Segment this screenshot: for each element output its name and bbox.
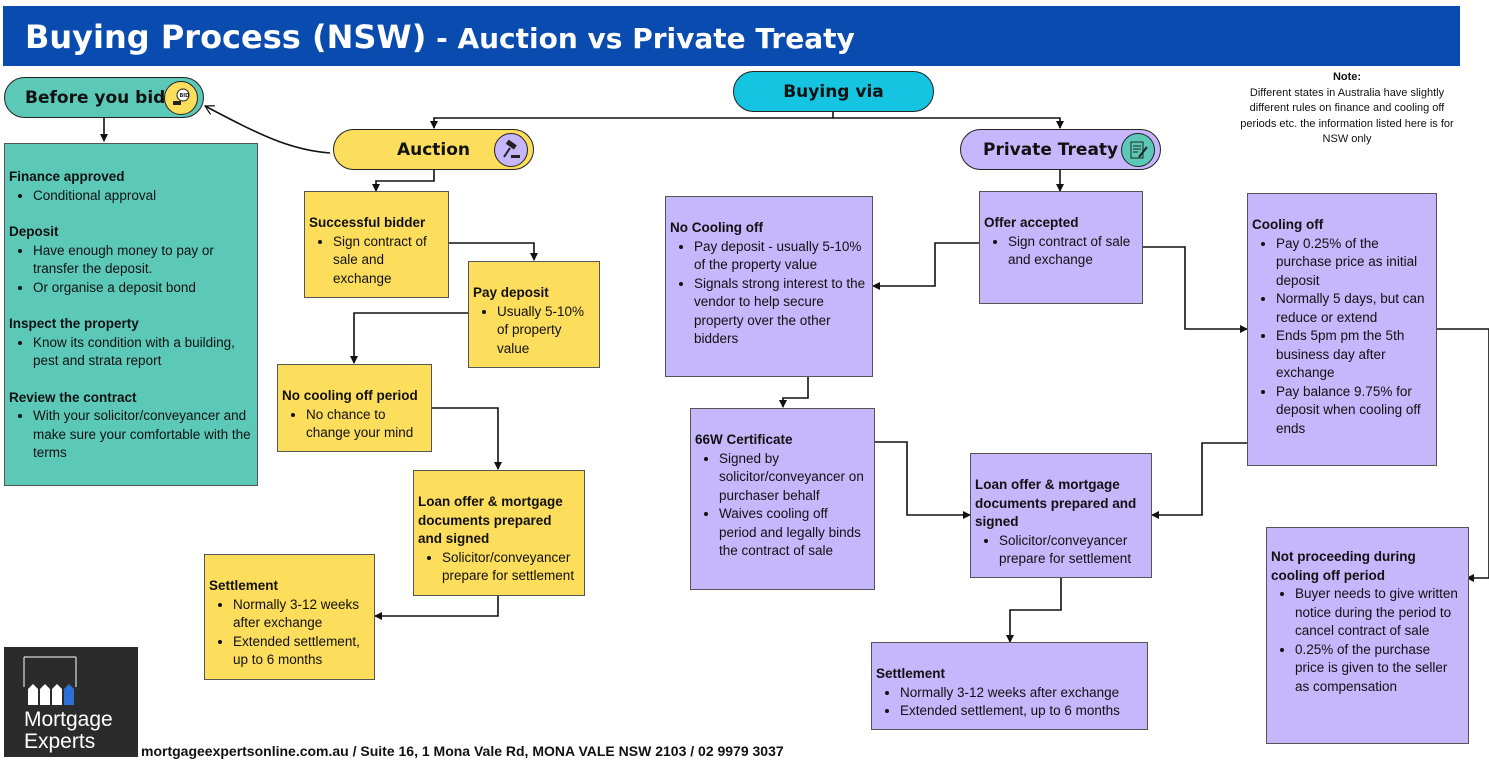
private-treaty-label: Private Treaty <box>983 139 1119 160</box>
note-heading: Note: <box>1332 71 1362 83</box>
offer-accepted-heading: Offer accepted <box>984 215 1079 230</box>
successful-bidder-heading: Successful bidder <box>309 215 426 230</box>
logo-line1: Mortgage <box>24 708 113 731</box>
cooling-off-item: Pay 0.25% of the purchase price as initi… <box>1276 235 1430 291</box>
not-proceeding-box: Not proceeding during cooling off period… <box>1266 527 1469 744</box>
before-finance-heading: Finance approved <box>9 169 125 184</box>
auction-settlement-item: Normally 3-12 weeks after exchange <box>233 596 368 633</box>
before-inspect-heading: Inspect the property <box>9 316 139 331</box>
no-cooling-off-box: No cooling off period No chance to chang… <box>277 364 432 452</box>
bid-paddle-icon: BID <box>164 81 198 115</box>
before-review-heading: Review the contract <box>9 389 137 405</box>
pay-deposit-box: Pay deposit Usually 5-10% of property va… <box>468 261 600 368</box>
auction-settlement-heading: Settlement <box>209 578 279 593</box>
pt-no-cooling-off-box: No Cooling off Pay deposit - usually 5-1… <box>665 196 873 377</box>
before-finance-item: Conditional approval <box>33 187 251 206</box>
note: Note: Different states in Australia have… <box>1232 70 1462 148</box>
before-review-item: With your solicitor/conveyancer and make… <box>33 407 251 463</box>
certificate-66w-item: Signed by solicitor/conveyancer on purch… <box>719 450 868 506</box>
pt-no-cooling-off-item: Signals strong interest to the vendor to… <box>694 275 866 349</box>
title-main: Buying Process (NSW) <box>25 18 427 56</box>
buying-via-node: Buying via <box>733 71 934 112</box>
pt-settlement-item: Normally 3-12 weeks after exchange <box>900 684 1141 703</box>
pt-loan-offer-heading: Loan offer & mortgage documents prepared… <box>975 477 1137 529</box>
pay-deposit-heading: Pay deposit <box>473 285 549 300</box>
title-banner: Buying Process (NSW) - Auction vs Privat… <box>3 6 1460 66</box>
before-inspect-item: Know its condition with a building, pest… <box>33 334 251 371</box>
pt-settlement-item: Extended settlement, up to 6 months <box>900 702 1141 721</box>
buying-via-label: Buying via <box>783 81 884 102</box>
svg-text:BID: BID <box>180 93 190 99</box>
pt-settlement-heading: Settlement <box>876 666 946 681</box>
before-bid-box: Finance approved Conditional approval De… <box>4 143 258 486</box>
auction-loan-offer-item: Solicitor/conveyancer prepare for settle… <box>442 549 578 586</box>
auction-label: Auction <box>396 139 471 160</box>
certificate-66w-heading: 66W Certificate <box>695 432 793 447</box>
cooling-off-item: Normally 5 days, but can reduce or exten… <box>1276 290 1430 327</box>
pay-deposit-item: Usually 5-10% of property value <box>497 303 593 359</box>
title-sub: - Auction vs Private Treaty <box>426 22 855 55</box>
footer-contact: mortgageexpertsonline.com.au / Suite 16,… <box>141 743 784 759</box>
private-treaty-node: Private Treaty <box>960 129 1161 170</box>
pt-no-cooling-off-item: Pay deposit - usually 5-10% of the prope… <box>694 238 866 275</box>
page-title: Buying Process (NSW) - Auction vs Privat… <box>25 18 855 56</box>
houses-logo-icon <box>23 656 77 705</box>
auction-node: Auction <box>333 129 534 170</box>
offer-accepted-item: Sign contract of sale and exchange <box>1008 233 1136 270</box>
mortgage-experts-logo: Mortgage Experts <box>4 647 138 757</box>
note-text: Different states in Australia have sligh… <box>1240 86 1454 146</box>
not-proceeding-heading: Not proceeding during cooling off period <box>1271 549 1416 583</box>
before-you-bid-node: Before you bid BID <box>4 77 204 118</box>
pt-loan-offer-box: Loan offer & mortgage documents prepared… <box>970 453 1152 578</box>
successful-bidder-box: Successful bidder Sign contract of sale … <box>304 191 449 298</box>
cooling-off-item: Pay balance 9.75% for deposit when cooli… <box>1276 383 1430 439</box>
pt-no-cooling-off-heading: No Cooling off <box>670 220 763 235</box>
offer-accepted-box: Offer accepted Sign contract of sale and… <box>979 191 1143 304</box>
pt-loan-offer-item: Solicitor/conveyancer prepare for settle… <box>999 532 1145 569</box>
gavel-icon <box>494 133 528 167</box>
auction-settlement-item: Extended settlement, up to 6 months <box>233 633 368 670</box>
pt-settlement-box: Settlement Normally 3-12 weeks after exc… <box>871 642 1148 730</box>
not-proceeding-item: 0.25% of the purchase price is given to … <box>1295 641 1462 697</box>
certificate-66w-box: 66W Certificate Signed by solicitor/conv… <box>690 408 875 590</box>
before-you-bid-label: Before you bid <box>25 87 166 108</box>
cooling-off-box: Cooling off Pay 0.25% of the purchase pr… <box>1247 193 1437 466</box>
no-cooling-off-item: No chance to change your mind <box>306 406 425 443</box>
before-deposit-item: Or organise a deposit bond <box>33 279 251 298</box>
auction-settlement-box: Settlement Normally 3-12 weeks after exc… <box>204 554 375 680</box>
contract-icon <box>1121 133 1155 167</box>
cooling-off-item: Ends 5pm pm the 5th business day after e… <box>1276 327 1430 383</box>
no-cooling-off-heading: No cooling off period <box>282 388 418 403</box>
not-proceeding-item: Buyer needs to give written notice durin… <box>1295 585 1462 641</box>
before-deposit-item: Have enough money to pay or transfer the… <box>33 242 251 279</box>
before-deposit-heading: Deposit <box>9 224 59 239</box>
logo-line2: Experts <box>24 730 96 753</box>
successful-bidder-item: Sign contract of sale and exchange <box>333 233 442 289</box>
auction-loan-offer-box: Loan offer & mortgage documents prepared… <box>413 470 585 596</box>
certificate-66w-item: Waives cooling off period and legally bi… <box>719 505 868 561</box>
cooling-off-heading: Cooling off <box>1252 217 1324 232</box>
auction-loan-offer-heading: Loan offer & mortgage documents prepared… <box>418 494 563 546</box>
